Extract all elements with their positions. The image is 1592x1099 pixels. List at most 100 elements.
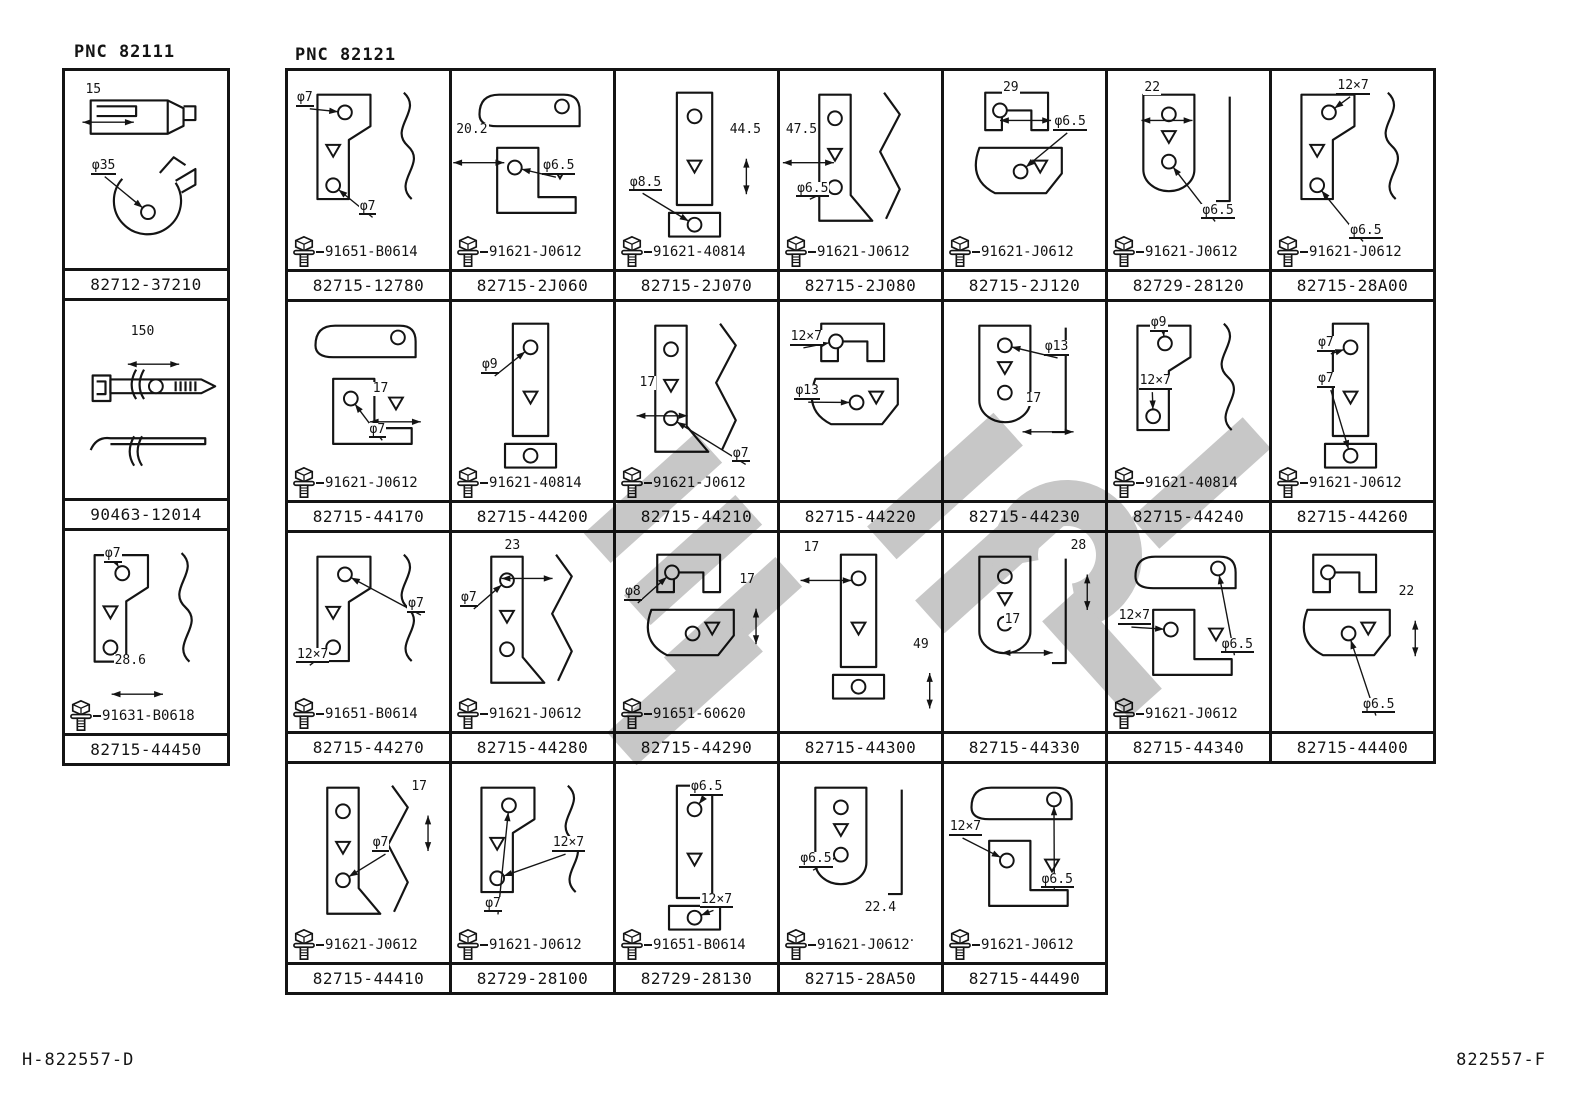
dimension-label: φ7 (358, 198, 377, 216)
bolt-callout: 91621-J0612 (620, 466, 747, 499)
part-number-label: 82729-28130 (616, 962, 777, 992)
part-drawing-svg (326, 785, 432, 915)
bolt-callout: 91621-40814 (456, 466, 583, 499)
dimension-label: φ6.5 (796, 180, 830, 198)
bolt-icon (949, 235, 971, 267)
part-number-label: 82715-44300 (780, 731, 941, 761)
bolt-leader-line (972, 943, 980, 946)
bolt-number-label: 91621-J0612 (816, 243, 911, 260)
bolt-icon (293, 697, 315, 729)
dimension-label: 12×7 (551, 835, 586, 852)
part-number-label: 82715-44280 (452, 731, 613, 761)
part-number-label: 82715-44260 (1272, 500, 1433, 530)
bolt-number-label: 91621-40814 (652, 243, 747, 260)
dimension-label: φ7 (103, 546, 122, 564)
part-number-label: 82715-44230 (944, 500, 1105, 530)
dimension-label: 12×7 (1117, 608, 1151, 626)
bolt-icon (621, 928, 643, 960)
part-drawing: φ9 (452, 302, 613, 503)
part-cell: φ6.5 22.4 91621-J0612 82715-28A50 (777, 761, 944, 995)
part-number-label: 82715-44240 (1108, 500, 1269, 530)
part-drawing-svg (473, 554, 573, 684)
bolt-number-label: 91621-J0612 (488, 705, 583, 722)
part-drawing: φ7 φ7 (1272, 302, 1433, 503)
bolt-leader-line (316, 250, 324, 253)
bolt-icon (293, 928, 315, 960)
dimension-label: φ8 (624, 584, 642, 601)
dimension-label: 17 (410, 779, 429, 795)
dimension-label: φ7 (371, 835, 390, 852)
bolt-number-label: 91621-J0612 (1308, 243, 1403, 260)
bolt-leader-line (480, 250, 488, 253)
bolt-icon (70, 699, 92, 731)
dimension-label: φ7 (407, 596, 425, 613)
dimension-label: 22.4 (863, 899, 898, 915)
dimension-label: φ6.5 (690, 779, 724, 796)
part-drawing-svg (309, 91, 415, 218)
dimension-label: φ7 (1317, 335, 1335, 352)
bolt-number-label: 91621-J0612 (1144, 705, 1239, 722)
bolt-icon (621, 235, 643, 267)
bolt-number-label: 91621-J0612 (1308, 474, 1403, 491)
bolt-callout: 91621-J0612 (784, 928, 911, 961)
part-number-label: 82729-28100 (452, 962, 613, 992)
part-drawing-svg (1141, 93, 1231, 222)
dimension-label: φ6.5 (1053, 114, 1087, 131)
part-number-label: 82715-44400 (1272, 731, 1433, 761)
part-number-label: 82715-44270 (288, 731, 449, 761)
bolt-callout: 91651-B0614 (292, 697, 419, 730)
bolt-callout: 91621-J0612 (784, 235, 911, 268)
bolt-callout: 91651-B0614 (620, 928, 747, 961)
bolt-leader-line (1136, 481, 1144, 484)
bolt-number-label: 91621-J0612 (816, 936, 911, 953)
part-number-label: 82715-44410 (288, 962, 449, 992)
dimension-label: 12×7 (789, 329, 823, 346)
bolt-icon (785, 928, 807, 960)
bolt-leader-line (1136, 250, 1144, 253)
part-number-label: 82715-44170 (288, 500, 449, 530)
bolt-icon (1113, 466, 1135, 498)
part-drawing-svg (93, 552, 193, 698)
dimension-label: 23 (503, 538, 522, 554)
dimension-label: 28.6 (113, 653, 147, 668)
part-number-label: 82715-44200 (452, 500, 613, 530)
bolt-icon (621, 697, 643, 729)
part-drawing: 150 (65, 301, 227, 501)
dimension-label: φ6.5 (799, 851, 833, 869)
part-number-label: 82712-37210 (65, 268, 227, 298)
part-drawing-svg (800, 553, 933, 709)
bolt-leader-line (480, 943, 488, 946)
bolt-leader-line (1136, 712, 1144, 715)
part-number-label: 82715-28A50 (780, 962, 941, 992)
part-drawing-svg (1302, 553, 1419, 716)
bolt-callout: 91621-J0612 (1112, 235, 1239, 268)
dimension-label: φ9 (480, 357, 499, 374)
part-number-label: 82715-44220 (780, 500, 941, 530)
part-drawing-svg (642, 91, 750, 238)
dimension-label: 12×7 (296, 646, 330, 664)
dimension-label: φ7 (1317, 371, 1335, 388)
